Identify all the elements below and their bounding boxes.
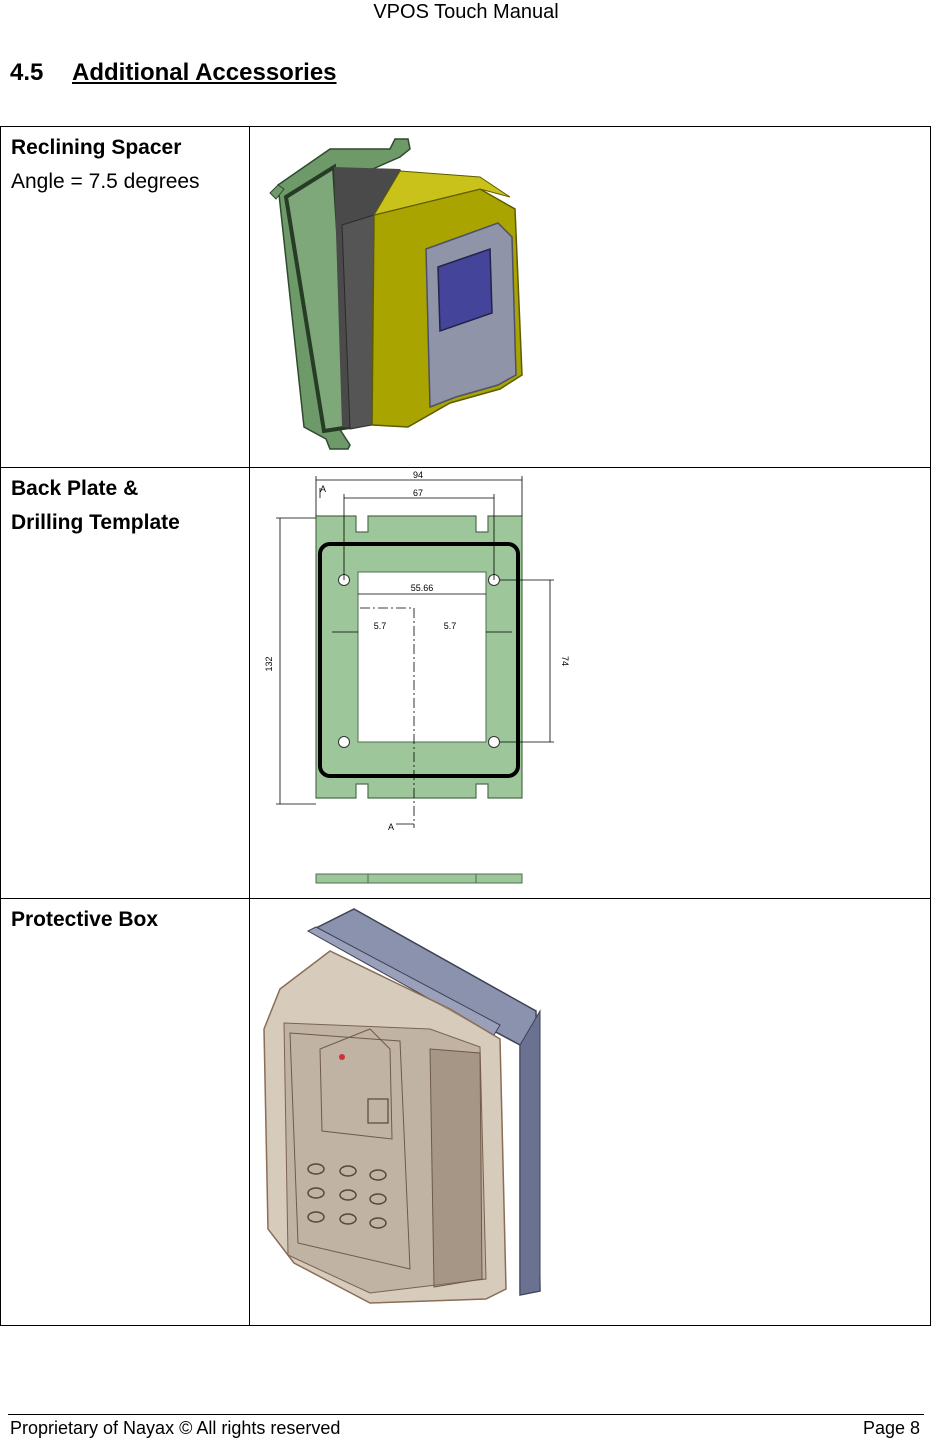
drilling-template-title: Drilling Template — [11, 511, 180, 534]
dimension-74: 74 — [560, 656, 570, 666]
footer-divider — [8, 1414, 924, 1415]
row-label-cell: Protective Box — [0, 898, 250, 1326]
row-figure-cell: 94 67 55.66 5.7 5.7 132 74 A A — [249, 467, 931, 899]
dimension-67: 67 — [413, 488, 423, 498]
row-figure-cell — [249, 898, 931, 1326]
dimension-94: 94 — [413, 470, 423, 480]
section-marker-top: A — [320, 484, 326, 494]
table-row: Back Plate & Drilling Template — [0, 467, 931, 899]
section-heading: 4.5 Additional Accessories — [10, 58, 337, 88]
protective-box-image — [263, 908, 541, 1304]
page-header: VPOS Touch Manual — [373, 1, 559, 23]
protective-box-title: Protective Box — [11, 908, 159, 931]
footer-page-number: Page 8 — [862, 1418, 920, 1438]
section-number: 4.5 — [10, 59, 44, 86]
section-title: Additional Accessories — [72, 59, 337, 86]
row-label-cell: Back Plate & Drilling Template — [0, 467, 250, 899]
section-marker-bottom: A — [388, 822, 394, 832]
back-plate-drawing: 94 67 55.66 5.7 5.7 132 74 A A — [264, 470, 570, 884]
table-row: Protective Box — [0, 898, 931, 1326]
dimension-132: 132 — [264, 656, 274, 671]
footer-copyright: Proprietary of Nayax © All rights reserv… — [10, 1418, 341, 1438]
row-label-cell: Reclining Spacer Angle = 7.5 degrees — [0, 126, 250, 468]
back-plate-title: Back Plate & — [11, 477, 139, 500]
dimension-5-7-left: 5.7 — [374, 621, 387, 631]
reclining-spacer-angle: Angle = 7.5 degrees — [11, 170, 200, 193]
accessories-table: Reclining Spacer Angle = 7.5 degrees — [0, 126, 931, 1326]
dimension-5-7-right: 5.7 — [444, 621, 457, 631]
reclining-spacer-image — [269, 138, 523, 450]
table-row: Reclining Spacer Angle = 7.5 degrees — [0, 126, 931, 468]
row-figure-cell — [249, 126, 931, 468]
reclining-spacer-title: Reclining Spacer — [11, 136, 182, 159]
dimension-55-66: 55.66 — [411, 583, 434, 593]
